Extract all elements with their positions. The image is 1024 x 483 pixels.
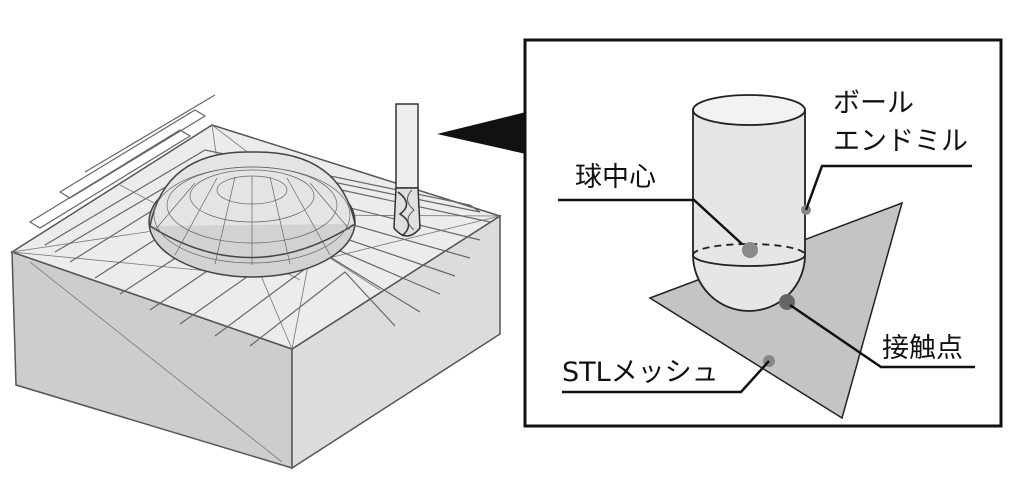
ball-endmill — [692, 94, 806, 312]
dome-surface — [148, 151, 356, 278]
leader-contact — [789, 303, 975, 369]
detail-panel: ボール エンドミル 球中心 接触点 STLメッシュ — [523, 38, 1003, 428]
zoom-pointer — [437, 112, 526, 154]
label-stl-mesh: STLメッシュ — [562, 357, 719, 388]
label-ball-endmill-line2: エンドミル — [833, 126, 968, 157]
sphere-equator-dashed — [692, 243, 806, 256]
small-end-mill — [393, 103, 421, 237]
ball-center-point — [742, 242, 758, 258]
leader-ball-center — [558, 198, 743, 245]
leader-endmill — [804, 164, 972, 211]
sphere-equator — [692, 254, 806, 267]
label-contact-point: 接触点 — [882, 333, 963, 364]
label-ball-center: 球中心 — [575, 162, 656, 193]
block-face-edge — [29, 261, 283, 463]
label-ball-endmill-line1: ボール — [833, 88, 914, 119]
workpiece-illustration — [10, 94, 502, 470]
endmill-top-ellipse — [692, 94, 806, 126]
leader-stl-mesh — [562, 360, 770, 394]
leader-lines — [558, 164, 975, 394]
